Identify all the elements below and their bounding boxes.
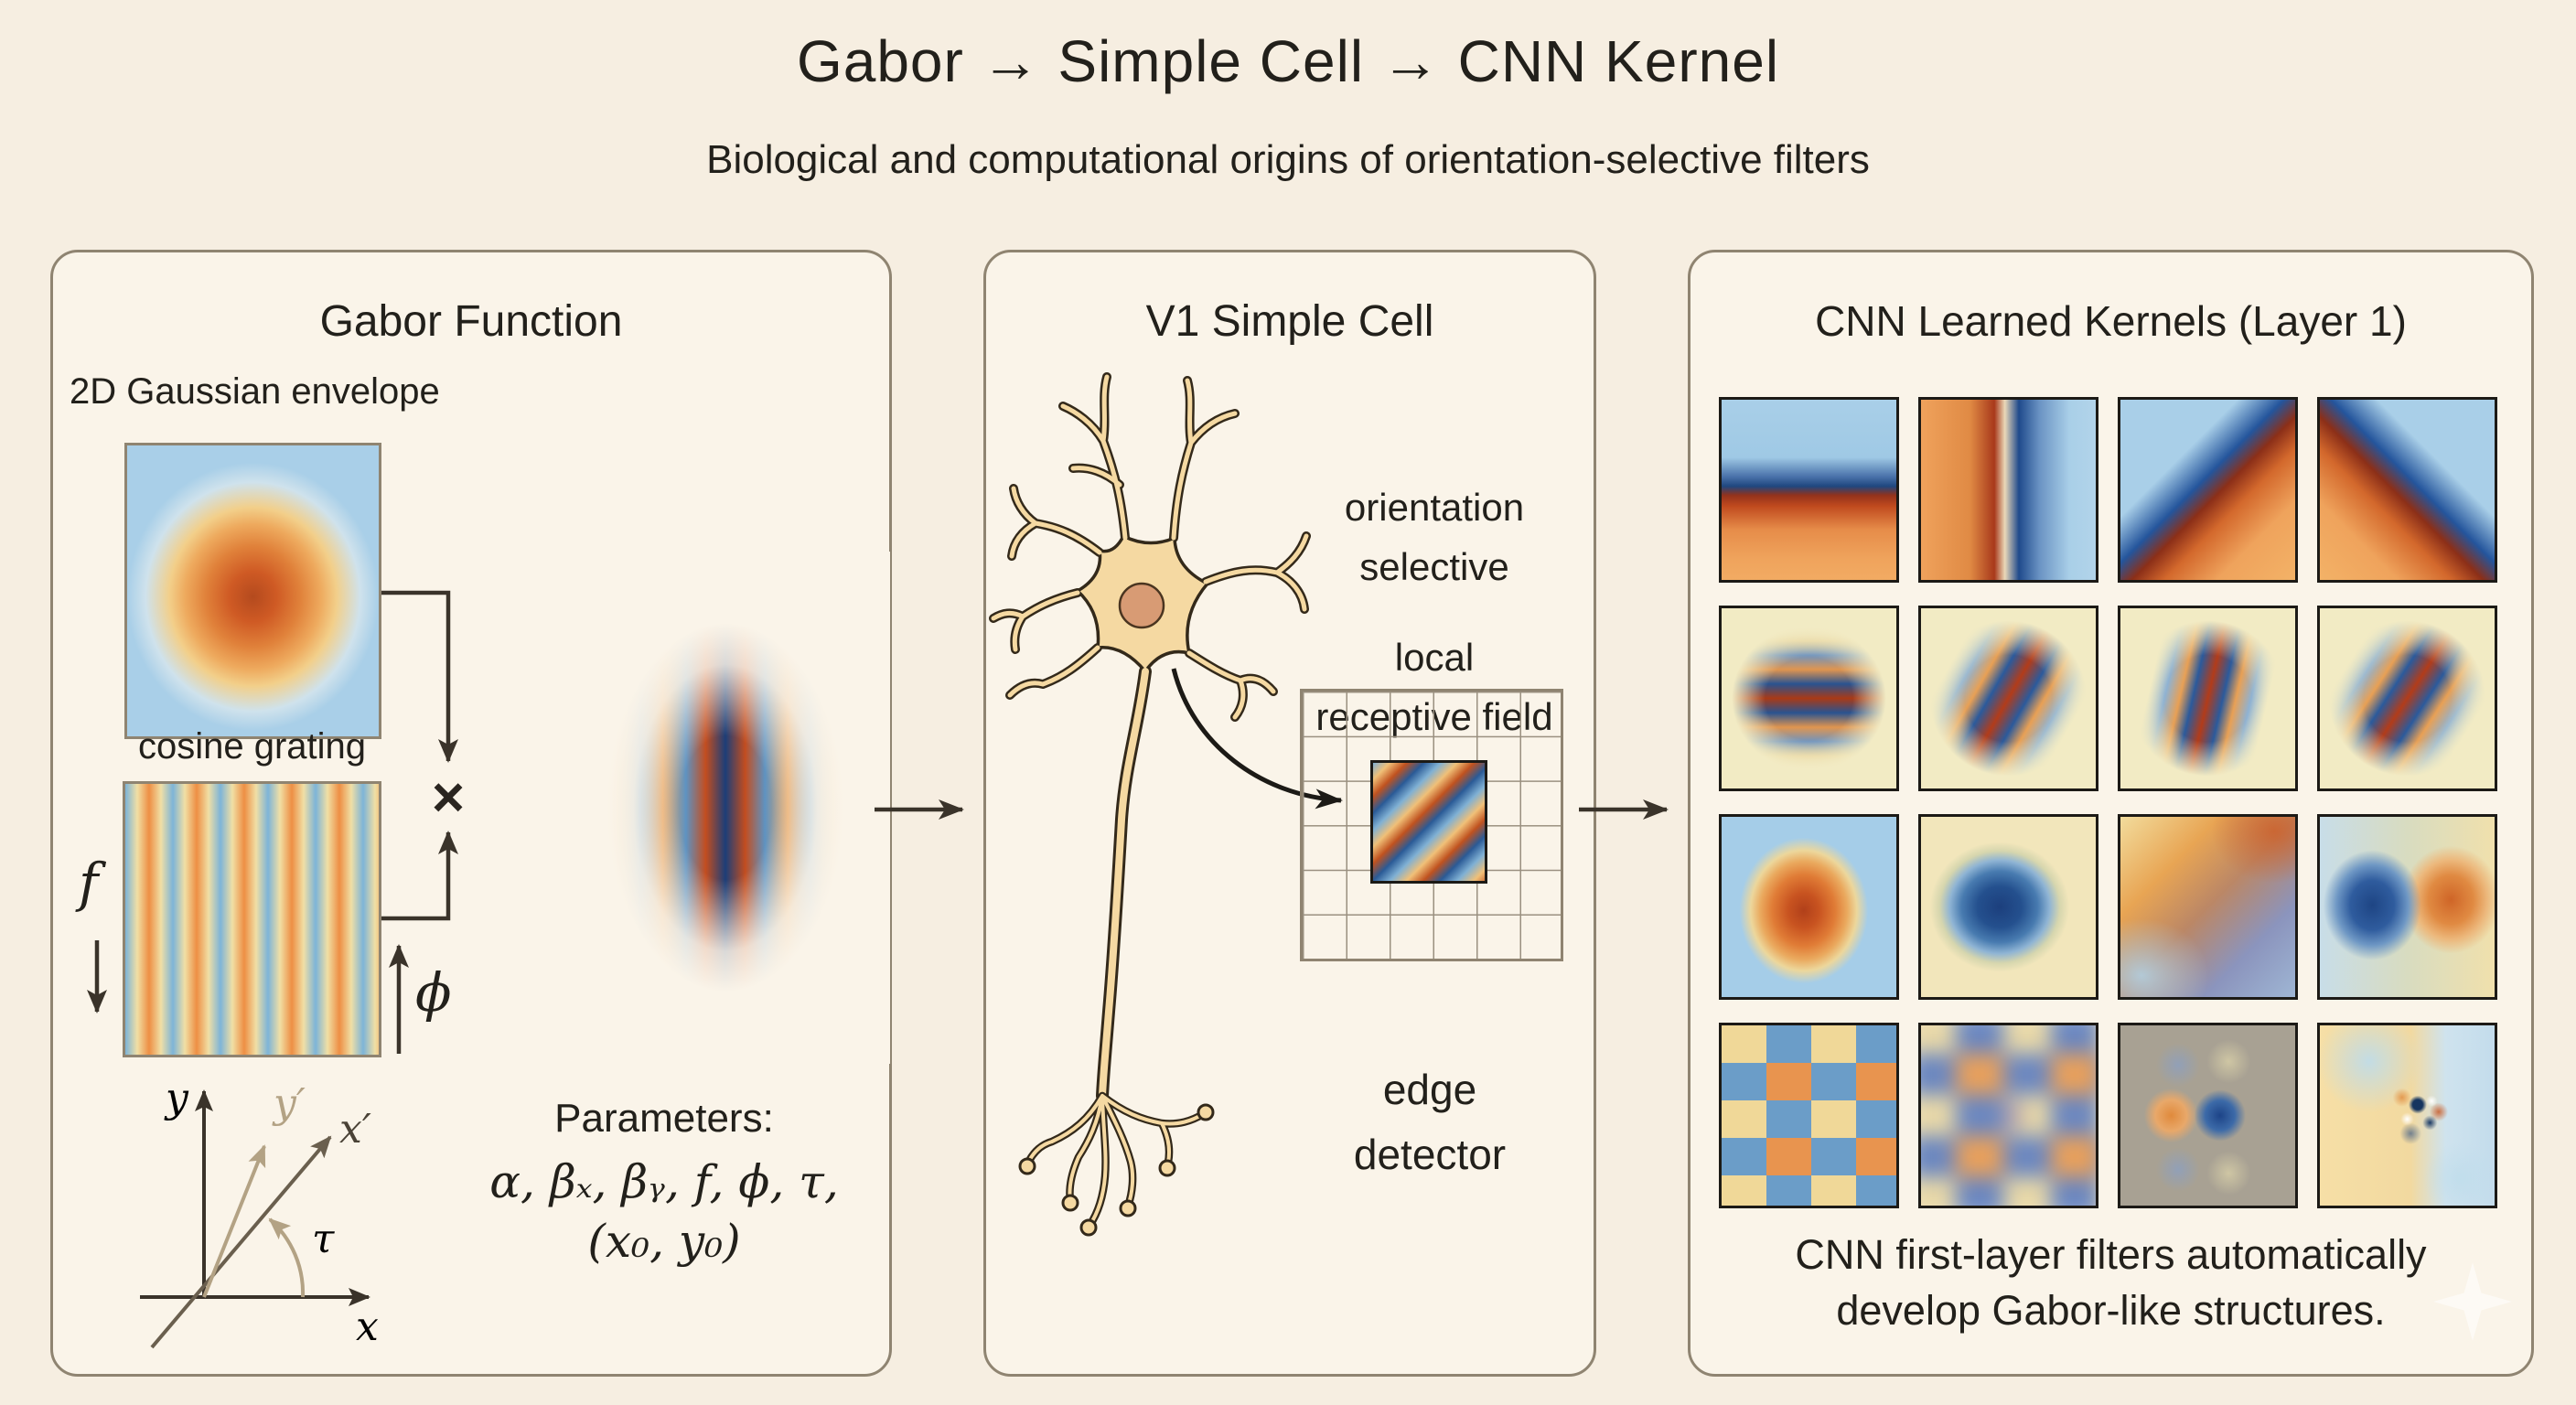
cosine-grating-image bbox=[123, 781, 381, 1057]
page-subtitle: Biological and computational origins of … bbox=[706, 137, 1870, 182]
kernel-tile-9 bbox=[1719, 814, 1899, 1000]
dendrites-fill bbox=[991, 374, 1309, 720]
neuron-illustration bbox=[989, 372, 1343, 1237]
kernel-tile-3 bbox=[2118, 397, 2298, 583]
kernel-tile-14 bbox=[1918, 1023, 2098, 1208]
multiply-symbol: × bbox=[431, 766, 466, 830]
phase-label: ϕ bbox=[415, 961, 452, 1024]
gabor-panel-title: Gabor Function bbox=[319, 297, 623, 346]
orientation-selective-line2: selective bbox=[1359, 545, 1509, 589]
cnn-panel-title: CNN Learned Kernels (Layer 1) bbox=[1815, 297, 2407, 345]
parameters-location: (x₀, y₀) bbox=[587, 1215, 741, 1268]
kernel-tile-7 bbox=[2118, 606, 2298, 791]
edge-detector-line1: edge bbox=[1382, 1066, 1477, 1113]
kernel-tile-2 bbox=[1918, 397, 2098, 583]
local-receptive-field-line1: local bbox=[1394, 636, 1475, 679]
kernel-tile-16 bbox=[2317, 1023, 2497, 1208]
y-axis-label: y bbox=[164, 1075, 189, 1121]
cnn-caption-line1: CNN first-layer filters automatically bbox=[1795, 1231, 2427, 1278]
gabor-connector-arrows bbox=[87, 590, 458, 1054]
kernel-tile-6 bbox=[1918, 606, 2098, 791]
gabor-result-image bbox=[561, 552, 890, 1064]
rotation-axes-diagram: y y′ x′ x τ bbox=[140, 1075, 379, 1350]
kernel-tile-5 bbox=[1719, 606, 1899, 791]
x-prime-label: x′ bbox=[339, 1106, 371, 1153]
kernel-tile-8 bbox=[2317, 606, 2497, 791]
axon-terminals-fill bbox=[1025, 1094, 1207, 1228]
y-prime-label: y′ bbox=[272, 1080, 306, 1127]
tau-angle-arc bbox=[268, 1217, 306, 1298]
frequency-label: f bbox=[79, 852, 99, 914]
parameters-heading: Parameters: bbox=[554, 1096, 774, 1141]
kernel-tile-11 bbox=[2118, 814, 2298, 1000]
orientation-selective-label: orientation selective bbox=[1279, 477, 1590, 596]
edge-detector-line2: detector bbox=[1353, 1131, 1507, 1179]
tau-label: τ bbox=[312, 1216, 335, 1262]
kernel-tile-10 bbox=[1918, 814, 2098, 1000]
kernel-tile-4 bbox=[2317, 397, 2497, 583]
edge-detector-label: edge detector bbox=[1288, 1057, 1572, 1188]
x-prime-axis bbox=[150, 1135, 332, 1349]
blurred-checker-inner bbox=[1921, 1025, 2096, 1206]
x-axis-label: x bbox=[356, 1303, 379, 1350]
v1-to-cnn-arrow bbox=[1579, 799, 1669, 820]
kernel-tile-15 bbox=[2118, 1023, 2298, 1208]
gaussian-envelope-label: 2D Gaussian envelope bbox=[70, 371, 440, 412]
kernel-grid bbox=[1719, 397, 2497, 1208]
receptive-field-gabor-patch bbox=[1370, 760, 1487, 884]
kernel-tile-1 bbox=[1719, 397, 1899, 583]
kernel-tile-13 bbox=[1719, 1023, 1899, 1208]
cnn-caption-line2: develop Gabor-like structures. bbox=[1836, 1286, 2386, 1334]
nucleus bbox=[1118, 582, 1165, 629]
gabor-function-panel: Gabor Function 2D Gaussian envelope cosi… bbox=[50, 250, 892, 1377]
axon-fill bbox=[1099, 668, 1149, 1099]
gabor-to-v1-arrow bbox=[875, 799, 964, 820]
parameters-symbols: α, βₓ, βᵧ, f, ϕ, τ, bbox=[489, 1155, 839, 1208]
cnn-caption: CNN first-layer filters automatically de… bbox=[1690, 1228, 2531, 1339]
gaussian-envelope-image bbox=[124, 443, 381, 739]
grating-to-multiply-arrow bbox=[381, 831, 458, 921]
v1-panel-title: V1 Simple Cell bbox=[1145, 297, 1434, 346]
v1-simple-cell-panel: V1 Simple Cell bbox=[983, 250, 1596, 1377]
cnn-kernels-panel: CNN Learned Kernels (Layer 1) CNN first-… bbox=[1688, 250, 2534, 1377]
cosine-grating-label: cosine grating bbox=[137, 726, 367, 767]
gaussian-to-multiply-arrow bbox=[381, 590, 458, 763]
parameters-block: Parameters: α, βₓ, βᵧ, f, ϕ, τ, (x₀, y₀) bbox=[463, 1096, 865, 1271]
axon-terminals-outline bbox=[1023, 1091, 1209, 1230]
orientation-selective-line1: orientation bbox=[1344, 486, 1525, 529]
y-prime-axis bbox=[202, 1144, 266, 1298]
kernel-tile-12 bbox=[2317, 814, 2497, 1000]
page-title: Gabor → Simple Cell → CNN Kernel bbox=[796, 28, 1780, 94]
terminal-bulbs bbox=[1018, 1103, 1215, 1237]
